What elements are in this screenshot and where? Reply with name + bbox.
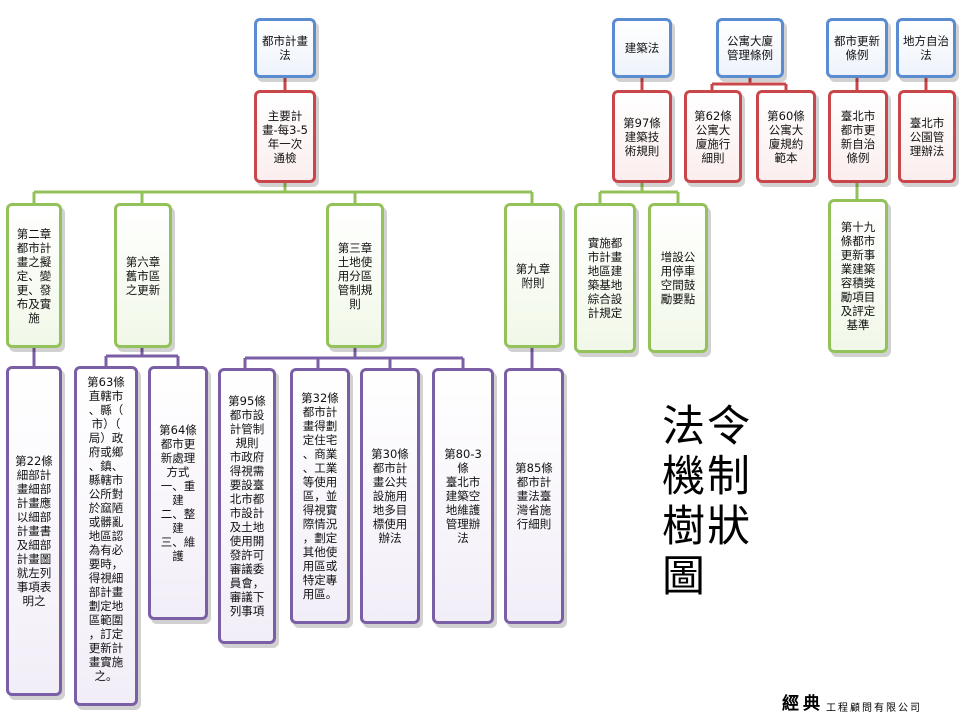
building-act-node: 建築法 <box>612 18 672 78</box>
article-30-label: 第30條 都市計 畫公共 設施用 地多目 標使用 辦法 <box>371 447 409 545</box>
article-80-3-node: 第80-3條 臺北市 建築空 地維護 管理辦 法 <box>432 368 494 624</box>
parking-bonus-label: 增設公 用停車 空間鼓 勵要點 <box>660 250 696 306</box>
urban-renewal-act-node: 都市更新 條例 <box>826 18 888 78</box>
article-22-node: 第22條 細部計 畫細部 計畫應 以細部 計畫書 及細部 計畫圖 就左列 事項表… <box>6 366 62 696</box>
article-22-label: 第22條 細部計 畫細部 計畫應 以細部 計畫書 及細部 計畫圖 就左列 事項表… <box>15 454 53 608</box>
chapter-9-label: 第九章 附則 <box>515 261 551 290</box>
company-brand: 經典 <box>782 694 824 714</box>
article-64-node: 第64條 都市更 新處理 方式 一、重 建 二、整 建 三、維 護 <box>148 366 208 620</box>
urban-planning-act-node: 都市計畫 法 <box>254 18 316 78</box>
article-85-label: 第85條 都市計 畫法臺 灣省施 行細則 <box>515 461 553 531</box>
article-97-node: 第97條 建築技 術規則 <box>612 90 672 183</box>
article-32-label: 第32條 都市計 畫得劃 定住宅 、商業 、工業 等使用 區，並 得視實 際情況… <box>301 391 339 601</box>
design-rule-node: 實施都 市計畫 地區建 築基地 綜合設 計規定 <box>574 203 636 353</box>
chapter-3-label: 第三章 土地使 用分區 管制規 則 <box>337 240 373 311</box>
diagram-title-text: 法令 機制 樹狀 圖 <box>662 402 752 602</box>
design-rule-label: 實施都 市計畫 地區建 築基地 綜合設 計規定 <box>587 236 623 320</box>
company-mark: 經典 工程顧問有限公司 <box>782 694 952 714</box>
renewal-self-rule-label: 臺北市 都市更 新自治 條例 <box>840 108 876 165</box>
article-85-node: 第85條 都市計 畫法臺 灣省施 行細則 <box>504 368 564 624</box>
diagram-title: 法令 機制 樹狀 圖 <box>662 402 772 602</box>
article-63-node: 第63條 直轄市 、縣（ 市）（ 局）政 府或鄉 、鎮、 縣轄市 公所對 於窳陋… <box>74 366 138 706</box>
chapter-9-node: 第九章 附則 <box>504 203 562 348</box>
building-act-label: 建築法 <box>624 41 660 55</box>
renewal-self-rule-node: 臺北市 都市更 新自治 條例 <box>828 90 888 183</box>
article-30-node: 第30條 都市計 畫公共 設施用 地多目 標使用 辦法 <box>360 368 420 624</box>
chapter-6-node: 第六章 舊市區 之更新 <box>114 203 172 348</box>
article-95-label: 第95條 都市設 計管制 規則 市政府 得視需 要設臺 北市都 市設計 及土地 … <box>228 394 266 618</box>
article-64-label: 第64條 都市更 新處理 方式 一、重 建 二、整 建 三、維 護 <box>159 423 197 563</box>
review-label: 主要計 畫-每3-5 年一次 通檢 <box>262 108 308 165</box>
article-63-label: 第63條 直轄市 、縣（ 市）（ 局）政 府或鄉 、鎮、 縣轄市 公所對 於窳陋… <box>87 375 125 683</box>
chapter-2-label: 第二章 都市計 畫之擬 定、變 更、發 布及實 施 <box>16 226 52 325</box>
review-node: 主要計 畫-每3-5 年一次 通檢 <box>254 90 316 183</box>
urban-renewal-act-label: 都市更新 條例 <box>834 34 880 62</box>
apartment-act-label: 公寓大廈 管理條例 <box>727 34 773 62</box>
local-autonomy-act-label: 地方自治 法 <box>903 34 949 62</box>
local-autonomy-act-node: 地方自治 法 <box>896 18 956 78</box>
floor-area-bonus-label: 第十九 條都市 更新事 業建築 容積獎 勵項目 及評定 基準 <box>840 220 876 332</box>
chapter-3-node: 第三章 土地使 用分區 管制規 則 <box>326 203 384 348</box>
floor-area-bonus-node: 第十九 條都市 更新事 業建築 容積獎 勵項目 及評定 基準 <box>828 199 888 353</box>
article-60-label: 第60條 公寓大 廈規約 範本 <box>767 108 805 165</box>
chapter-6-label: 第六章 舊市區 之更新 <box>125 254 161 297</box>
apartment-act-node: 公寓大廈 管理條例 <box>716 18 784 78</box>
article-32-node: 第32條 都市計 畫得劃 定住宅 、商業 、工業 等使用 區，並 得視實 際情況… <box>290 368 350 624</box>
company-name: 工程顧問有限公司 <box>826 703 922 714</box>
urban-planning-act-label: 都市計畫 法 <box>262 34 308 62</box>
article-95-node: 第95條 都市設 計管制 規則 市政府 得視需 要設臺 北市都 市設計 及土地 … <box>218 368 276 644</box>
park-management-node: 臺北市 公園管 理辦法 <box>898 90 956 183</box>
parking-bonus-node: 增設公 用停車 空間鼓 勵要點 <box>648 203 708 353</box>
article-62-label: 第62條 公寓大 廈施行 細則 <box>694 108 732 165</box>
article-62-node: 第62條 公寓大 廈施行 細則 <box>684 90 742 183</box>
article-97-label: 第97條 建築技 術規則 <box>623 115 661 158</box>
article-60-node: 第60條 公寓大 廈規約 範本 <box>756 90 816 183</box>
chapter-2-node: 第二章 都市計 畫之擬 定、變 更、發 布及實 施 <box>6 203 62 348</box>
article-80-3-label: 第80-3條 臺北市 建築空 地維護 管理辦 法 <box>444 447 482 545</box>
park-management-label: 臺北市 公園管 理辦法 <box>909 115 945 158</box>
